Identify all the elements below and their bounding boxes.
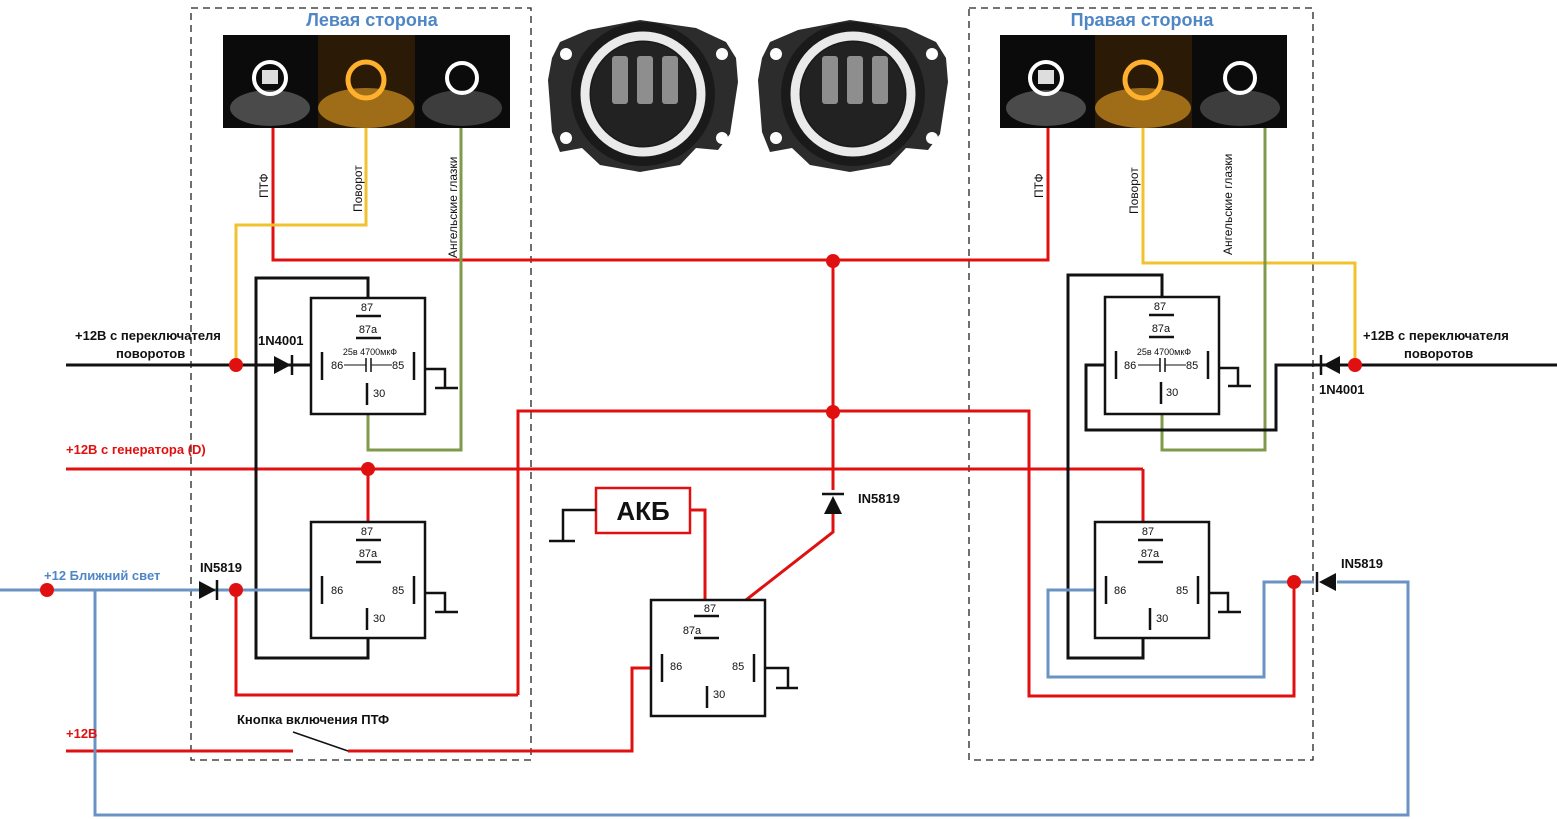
- fog-lamp-image-1: [548, 20, 738, 172]
- turn-wire-right: [1141, 128, 1357, 365]
- battery-label: АКБ: [616, 496, 669, 526]
- left-side-zone: [190, 7, 532, 761]
- left-side-title: Левая сторона: [306, 10, 438, 30]
- ground-symbol: [425, 591, 458, 614]
- diode-right-low-beam: [1315, 572, 1336, 592]
- angel-wire-label-right: Ангельские глазки: [1221, 154, 1235, 255]
- diode-label: 1N4001: [1319, 382, 1365, 397]
- relay-pin-label: 86: [331, 360, 343, 372]
- relay-pin-label: 30: [713, 689, 725, 701]
- capacitor-label: 25в 4700мкФ: [343, 347, 397, 357]
- relay-pin-label: 30: [373, 613, 385, 625]
- turn-input-left-label-1: +12В с переключателя: [75, 328, 221, 343]
- diode-left-turn: [274, 355, 294, 375]
- right-relay-loop: [1066, 273, 1164, 660]
- right-relay-1: 87 87a 25в 4700мкФ 86 85 30: [1103, 295, 1221, 416]
- relay-pin-label: 87a: [359, 324, 378, 336]
- ground-symbol: [425, 367, 458, 390]
- center-relay: 87 87a 86 85 30: [649, 598, 767, 718]
- diode-center: [822, 492, 844, 514]
- junction-dot: [1287, 575, 1301, 589]
- relay-pin-label: 87a: [1152, 323, 1171, 335]
- relay-pin-label: 87: [1142, 526, 1154, 538]
- relay-pin-label: 86: [1114, 585, 1126, 597]
- angel-wire-left: [366, 128, 463, 452]
- relay-pin-label: 87: [1154, 301, 1166, 313]
- low-beam-return: [93, 580, 1410, 817]
- ptf-button-switch: [292, 731, 349, 752]
- right-fog-lamp-photo: [1000, 35, 1287, 128]
- ground-symbol: [549, 508, 596, 543]
- diode-label: IN5819: [1341, 556, 1383, 571]
- junction-dot: [229, 358, 243, 372]
- relay-pin-label: 30: [373, 388, 385, 400]
- button-to-center-relay: [348, 666, 651, 753]
- diode-label: IN5819: [200, 560, 242, 575]
- relay-pin-label: 30: [1166, 387, 1178, 399]
- angel-wire-right: [1160, 128, 1267, 452]
- relay-pin-label: 85: [732, 661, 744, 673]
- relay-pin-label: 30: [1156, 613, 1168, 625]
- relay-pin-label: 85: [1186, 360, 1198, 372]
- capacitor-label: 25в 4700мкФ: [1137, 347, 1191, 357]
- relay-pin-label: 87: [361, 302, 373, 314]
- relay-pin-label: 87: [704, 603, 716, 615]
- right-low-blue: [1046, 580, 1314, 679]
- relay-pin-label: 87a: [1141, 548, 1160, 560]
- relay-pin-label: 85: [392, 585, 404, 597]
- relay-pin-label: 87: [361, 526, 373, 538]
- ground-symbol: [765, 666, 798, 690]
- right-side-title: Правая сторона: [1071, 10, 1215, 30]
- left-relay-1: 87 87a 25в 4700мкФ 86 85 30: [309, 296, 427, 416]
- plus12-label: +12В: [66, 726, 97, 741]
- ptf-wire-label-right: ПТФ: [1032, 173, 1046, 198]
- relay-pin-label: 87a: [683, 625, 702, 637]
- left-relay-2: 87 87a 86 85 30: [309, 520, 427, 640]
- generator-label: +12В с генератора (D): [66, 442, 206, 457]
- turn-input-right-label-2: поворотов: [1404, 346, 1473, 361]
- relay-pin-label: 86: [1124, 360, 1136, 372]
- ptf-wire-label-left: ПТФ: [257, 173, 271, 198]
- junction-dots: [40, 254, 1362, 597]
- angel-wire-label-left: Ангельские глазки: [446, 157, 460, 258]
- right-relay1-86-loop: [1084, 363, 1310, 432]
- left-relay-loop: [254, 276, 370, 660]
- fog-lamp-image-2: [758, 20, 948, 172]
- junction-dot: [361, 462, 375, 476]
- junction-dot: [826, 254, 840, 268]
- turn-wire-label-left: Поворот: [351, 165, 365, 212]
- diode-left-low-beam: [199, 580, 219, 600]
- left-fog-lamp-photo: [223, 35, 510, 128]
- relay-pin-label: 87a: [359, 548, 378, 560]
- junction-dot: [229, 583, 243, 597]
- ground-symbol: [1219, 366, 1251, 388]
- relay-pin-label: 85: [1176, 585, 1188, 597]
- right-relay-2: 87 87a 86 85 30: [1093, 520, 1211, 640]
- ptf-button-label: Кнопка включения ПТФ: [237, 712, 389, 727]
- turn-wire-left: [234, 128, 368, 365]
- center-red-loop: [516, 409, 1296, 698]
- turn-input-right-label-1: +12В с переключателя: [1363, 328, 1509, 343]
- akb-wire: [690, 508, 707, 600]
- battery-box: АКБ: [594, 486, 692, 535]
- left-low-red: [234, 590, 518, 697]
- turn-input-left-label-2: поворотов: [116, 346, 185, 361]
- right-side-zone: [968, 7, 1314, 761]
- relay-pin-label: 86: [670, 661, 682, 673]
- relay-pin-label: 86: [331, 585, 343, 597]
- diode-label: IN5819: [858, 491, 900, 506]
- turn-wire-label-right: Поворот: [1127, 167, 1141, 214]
- ground-symbol: [1209, 591, 1241, 614]
- diode-right-turn: [1319, 355, 1340, 375]
- ptf-wire-left: [271, 128, 1050, 262]
- junction-dot: [40, 583, 54, 597]
- low-beam-label: +12 Ближний свет: [44, 568, 160, 583]
- relay-pin-label: 85: [392, 360, 404, 372]
- diode-label: 1N4001: [258, 333, 304, 348]
- junction-dot: [826, 405, 840, 419]
- junction-dot: [1348, 358, 1362, 372]
- center-relay-87a-wire: [704, 514, 835, 634]
